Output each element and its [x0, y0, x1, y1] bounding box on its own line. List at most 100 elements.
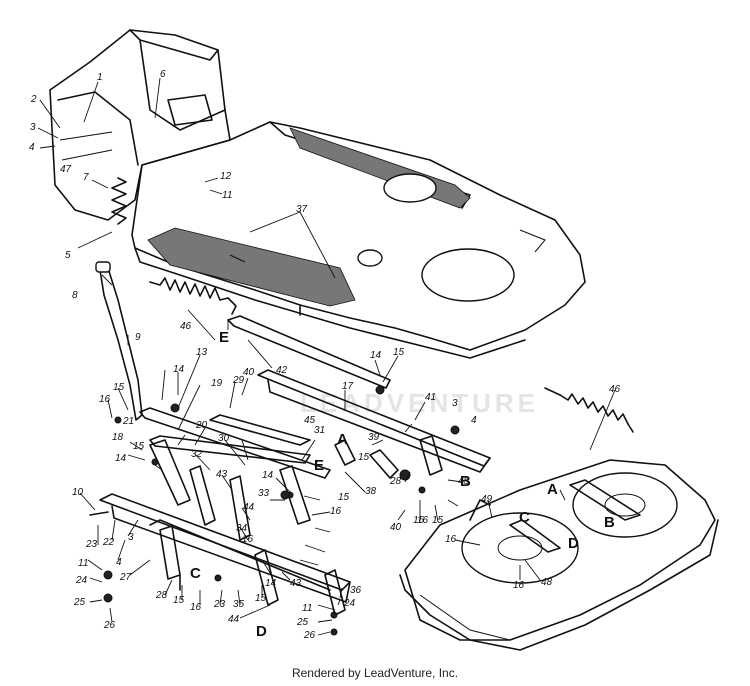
part-label: 16: [330, 506, 342, 517]
part-letter: C: [519, 509, 530, 526]
part-label: 35: [233, 599, 245, 610]
part-label: 24: [75, 575, 88, 586]
part-label: 15: [393, 347, 405, 358]
part-label: 19: [211, 378, 223, 389]
part-letter: E: [314, 457, 324, 474]
part-label: 47: [60, 164, 72, 175]
part-label: 7: [83, 172, 89, 183]
part-label: 8: [72, 290, 78, 301]
part-letter: C: [190, 565, 201, 582]
part-label: 43: [216, 469, 228, 480]
part-label: 14: [173, 364, 185, 375]
part-number-labels: 1 2 3 4 47 6 7 5 12 11 37 8 46 9 42 14 1…: [29, 69, 621, 641]
part-label: 14: [370, 350, 382, 361]
part-label: 17: [342, 381, 354, 392]
part-label: 38: [365, 486, 377, 497]
part-label: 44: [243, 502, 255, 513]
part-label: 28: [389, 476, 402, 487]
part-label: 31: [314, 425, 325, 436]
part-label: 5: [65, 250, 71, 261]
part-label: 4: [29, 142, 35, 153]
part-label: 29: [232, 375, 245, 386]
part-label: 48: [541, 577, 553, 588]
part-label: 40: [243, 367, 255, 378]
lift-spring-left: [149, 277, 237, 315]
part-label: 3: [30, 122, 36, 133]
part-label: 26: [303, 630, 316, 641]
part-letter: B: [460, 473, 471, 490]
watermark-text: LEADVENTURE: [300, 388, 539, 418]
part-label: 40: [390, 522, 402, 533]
part-label: 33: [258, 488, 270, 499]
part-label: 15: [358, 452, 370, 463]
part-label: 39: [368, 432, 380, 443]
part-label: 14: [262, 470, 274, 481]
part-label: 43: [290, 578, 302, 589]
part-label: 15: [338, 492, 350, 503]
part-label: 15: [432, 515, 444, 526]
part-label: 11: [222, 190, 232, 201]
mower-deck: [399, 459, 719, 651]
part-label: 25: [296, 617, 309, 628]
part-label: 20: [195, 420, 208, 431]
part-label: 14: [115, 453, 127, 464]
part-label: 2: [30, 94, 37, 105]
part-letter: A: [547, 481, 558, 498]
part-label: 10: [72, 487, 84, 498]
part-label: 4: [116, 557, 122, 568]
part-label: 27: [119, 572, 132, 583]
part-label: 16: [99, 394, 111, 405]
part-label: 6: [160, 69, 166, 80]
part-label: 3: [452, 398, 458, 409]
part-label: 9: [135, 332, 141, 343]
part-label: 44: [228, 614, 240, 625]
part-letter: D: [256, 623, 267, 640]
part-label: 22: [102, 537, 115, 548]
part-label: 16: [242, 534, 254, 545]
part-label: 15: [255, 593, 267, 604]
part-label: 1: [97, 72, 103, 83]
part-label: 26: [103, 620, 116, 631]
part-label: 11: [78, 558, 88, 569]
part-label: 3: [128, 532, 134, 543]
part-label: 34: [236, 523, 248, 534]
part-label: 15: [173, 595, 185, 606]
lift-spring-right: [544, 387, 634, 433]
spring-7: [111, 177, 127, 225]
mower-body: [49, 29, 586, 359]
part-label: 12: [220, 171, 232, 182]
part-label: 45: [458, 476, 470, 487]
part-label: 18: [112, 432, 124, 443]
part-label: 32: [191, 449, 203, 460]
linkage-assembly: [89, 315, 491, 636]
part-label: 23: [213, 599, 226, 610]
part-label: 37: [296, 204, 308, 215]
part-letter: B: [604, 514, 615, 531]
part-label: 16: [190, 602, 202, 613]
part-label: 46: [609, 384, 621, 395]
part-label: 23: [85, 539, 98, 550]
part-label: 15: [133, 441, 145, 452]
part-label: 30: [218, 433, 230, 444]
leader-lines: [37, 77, 616, 636]
part-label: 28: [155, 590, 168, 601]
part-label: 41: [425, 392, 436, 403]
part-label: 49: [481, 494, 493, 505]
part-label: 11: [302, 603, 312, 614]
part-label: 25: [73, 597, 86, 608]
part-label: 16: [445, 534, 457, 545]
part-label: 36: [350, 585, 362, 596]
part-label: 16: [513, 580, 525, 591]
part-label: 4: [471, 415, 477, 426]
part-label: 16: [413, 515, 425, 526]
part-label: 16: [417, 515, 429, 526]
part-label: 14: [265, 578, 277, 589]
part-label: 15: [113, 382, 125, 393]
part-label: 21: [122, 416, 134, 427]
part-letter: E: [219, 329, 229, 346]
footer-credit: Rendered by LeadVenture, Inc.: [291, 666, 459, 680]
part-label: 45: [304, 415, 316, 426]
part-label: 24: [343, 598, 356, 609]
part-label: 46: [180, 321, 192, 332]
